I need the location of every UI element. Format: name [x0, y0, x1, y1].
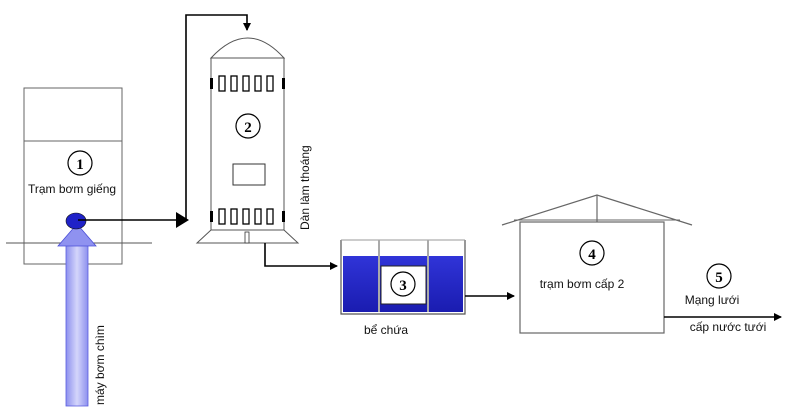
pump-label: máy bơm chìm [93, 325, 107, 405]
second-pump-station: 4 trạm bơm cấp 2 [501, 194, 693, 334]
pump-pipe [65, 243, 89, 407]
stage-1-label: Trạm bơm giếng [28, 182, 116, 196]
stage-5-badge [706, 263, 732, 289]
distribution-network: 5 Mạng lưới cấp nước tưới [685, 263, 767, 334]
stage-5-label-line1: Mạng lưới [685, 293, 740, 307]
submersible-pump: máy bơm chìm [57, 212, 107, 407]
stage-4-badge [579, 240, 605, 266]
stage-1-badge [67, 150, 93, 176]
pipe-aerator-to-tank [264, 243, 338, 270]
tower-outlet [244, 231, 250, 244]
tower-dome [209, 37, 286, 59]
stage-2-number: 2 [244, 120, 252, 136]
stage-3-label: bể chứa [364, 323, 408, 337]
stage-5-number: 5 [715, 270, 723, 286]
stage-2-label: Dàn làm thoáng [298, 145, 312, 230]
tower-vents-bottom [210, 208, 285, 225]
pipe-well-to-aerator [78, 14, 251, 221]
stage-4-label: trạm bơm cấp 2 [540, 277, 625, 291]
pump-head-icon [65, 212, 87, 230]
stage-3-badge [390, 271, 416, 297]
stage-5-label-line2: cấp nước tưới [690, 320, 767, 334]
flow-arrow-icon [176, 212, 189, 228]
tank-walls [340, 240, 466, 315]
pump-pipe-arrow-icon [57, 223, 97, 247]
stage-4-number: 4 [588, 247, 596, 263]
stage-2-badge [235, 113, 261, 139]
stage-1-number: 1 [76, 157, 84, 173]
aeration-tower: 2 Dàn làm thoáng [195, 37, 312, 244]
tower-vents-top [210, 75, 285, 92]
storage-tank: 3 bể chứa [340, 239, 466, 337]
tower-window [232, 163, 266, 186]
stage-3-number: 3 [399, 278, 407, 294]
